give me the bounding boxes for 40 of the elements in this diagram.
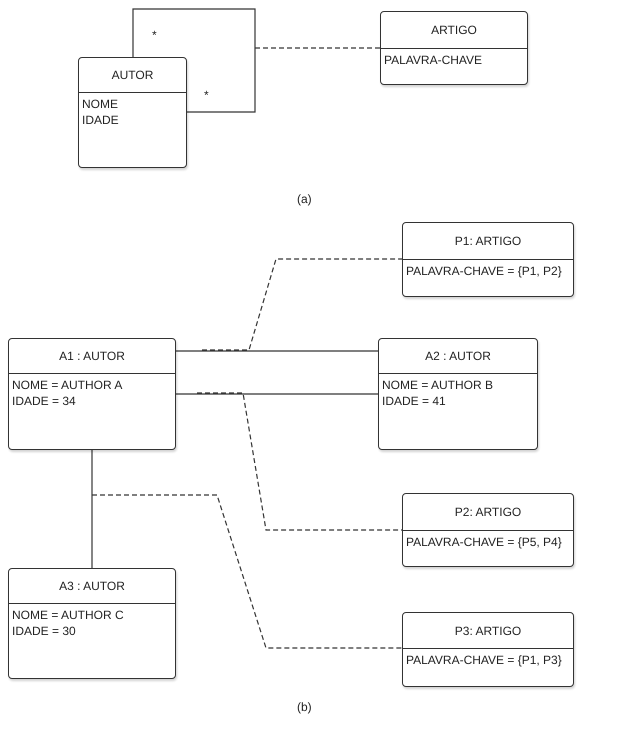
association-line xyxy=(132,8,256,113)
class-name: A2 : AUTOR xyxy=(425,348,491,364)
figure-label: (b) xyxy=(297,700,312,714)
attribute-text: NOME = AUTHOR B xyxy=(382,377,494,393)
dashed-connector xyxy=(197,392,402,531)
attribute-text: NOME xyxy=(82,96,118,112)
class-box xyxy=(402,222,574,297)
class-name: P1: ARTIGO xyxy=(454,233,522,249)
class-box xyxy=(402,493,574,567)
dashed-connector xyxy=(202,258,402,351)
class-box xyxy=(8,568,176,679)
class-box xyxy=(402,612,574,687)
attribute-text: PALAVRA-CHAVE = {P1, P3} xyxy=(406,652,562,668)
class-name: P2: ARTIGO xyxy=(454,504,522,520)
attribute-text: PALAVRA-CHAVE = {P1, P2} xyxy=(406,263,562,279)
multiplicity-mark: * xyxy=(152,28,157,42)
attribute-text: IDADE = 41 xyxy=(382,393,446,409)
class-box xyxy=(78,57,187,168)
attribute-text: IDADE = 30 xyxy=(12,623,76,639)
class-name: AUTOR xyxy=(112,67,154,83)
attribute-text: PALAVRA-CHAVE xyxy=(384,52,482,68)
class-name: A3 : AUTOR xyxy=(59,578,125,594)
multiplicity-mark: * xyxy=(204,88,209,102)
attribute-text: NOME = AUTHOR C xyxy=(12,607,124,623)
class-name: ARTIGO xyxy=(431,22,477,38)
class-name: A1 : AUTOR xyxy=(59,348,125,364)
class-box xyxy=(380,11,528,85)
attribute-text: PALAVRA-CHAVE = {P5, P4} xyxy=(406,534,562,550)
class-box xyxy=(8,338,176,450)
figure-label: (a) xyxy=(297,192,312,206)
dashed-connector xyxy=(255,47,380,49)
class-box xyxy=(378,338,538,450)
attribute-text: IDADE = 34 xyxy=(12,393,76,409)
association-line xyxy=(176,350,378,352)
dashed-connector xyxy=(92,494,402,649)
association-line xyxy=(176,393,378,395)
attribute-text: IDADE xyxy=(82,112,119,128)
association-line xyxy=(91,450,93,568)
attribute-text: NOME = AUTHOR A xyxy=(12,377,122,393)
class-name: P3: ARTIGO xyxy=(454,622,522,638)
